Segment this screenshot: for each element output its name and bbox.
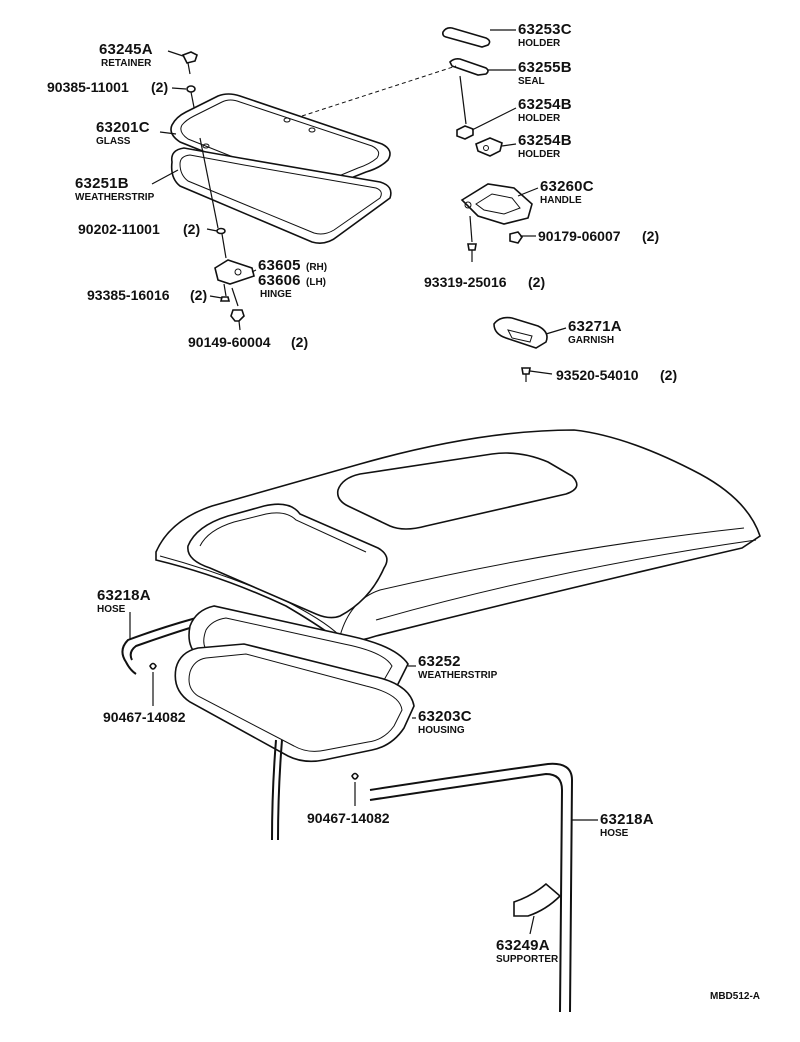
callout-93385-qty: (2) <box>190 287 207 303</box>
callout-63254b-2-part: 63254B <box>518 132 572 149</box>
callout-93319-qty: (2) <box>528 274 545 290</box>
callout-90202-qty: (2) <box>183 221 200 237</box>
handle-assembly-drawing <box>301 27 548 382</box>
callout-90385-qty: (2) <box>151 79 168 95</box>
callout-93319-part: 93319-25016 <box>424 274 507 290</box>
callout-63251b-part: 63251B <box>75 175 129 192</box>
callout-63605-part: 63605 <box>258 257 301 274</box>
callout-63260c-part: 63260C <box>540 178 594 195</box>
callout-63218a-1-part: 63218A <box>97 587 151 604</box>
callout-63606-name: HINGE <box>260 289 292 300</box>
callout-90149-qty: (2) <box>291 334 308 350</box>
callout-63245a-part: 63245A <box>99 41 153 58</box>
callout-63254b-1-part: 63254B <box>518 96 572 113</box>
callout-63253c-name: HOLDER <box>518 38 561 49</box>
callout-63260c-name: HANDLE <box>540 195 582 206</box>
callout-63249a-name: SUPPORTER <box>496 954 559 965</box>
callout-90202-part: 90202-11001 <box>78 221 160 237</box>
callout-63606-suffix: (LH) <box>306 277 326 288</box>
callout-90467-1-part: 90467-14082 <box>103 709 186 725</box>
callout-63271a-name: GARNISH <box>568 335 614 346</box>
callout-63251b-name: WEATHERSTRIP <box>75 192 155 203</box>
callout-63218a-2-name: HOSE <box>600 828 629 839</box>
callout-90467-2-part: 90467-14082 <box>307 810 390 826</box>
roof-assembly-drawing <box>121 429 761 1013</box>
callout-90179-part: 90179-06007 <box>538 228 621 244</box>
callout-63252-part: 63252 <box>418 653 461 670</box>
callout-90149-part: 90149-60004 <box>188 334 271 350</box>
callout-63605-suffix: (RH) <box>306 262 327 273</box>
callout-63245a-name: RETAINER <box>101 58 152 69</box>
callout-63218a-1-name: HOSE <box>97 604 126 615</box>
callout-63201c-part: 63201C <box>96 119 150 136</box>
callout-63254b-1-name: HOLDER <box>518 113 561 124</box>
callout-63203c-part: 63203C <box>418 708 472 725</box>
callout-63255b-part: 63255B <box>518 59 572 76</box>
callout-63249a-part: 63249A <box>496 937 550 954</box>
callout-63203c-name: HOUSING <box>418 725 465 736</box>
callout-63218a-2-part: 63218A <box>600 811 654 828</box>
callout-90179-qty: (2) <box>642 228 659 244</box>
callout-93520-part: 93520-54010 <box>556 367 639 383</box>
leader-lines <box>129 29 598 935</box>
diagram-reference-code: MBD512-A <box>710 991 760 1002</box>
callout-labels: 63245A RETAINER 90385-11001 (2) 63201C G… <box>47 21 760 1002</box>
glass-assembly-drawing <box>170 51 392 331</box>
callout-63606-part: 63606 <box>258 272 301 289</box>
callout-93385-part: 93385-16016 <box>87 287 170 303</box>
callout-93520-qty: (2) <box>660 367 677 383</box>
callout-63253c-part: 63253C <box>518 21 572 38</box>
callout-63201c-name: GLASS <box>96 136 131 147</box>
callout-63254b-2-name: HOLDER <box>518 149 561 160</box>
callout-63271a-part: 63271A <box>568 318 622 335</box>
callout-90385-part: 90385-11001 <box>47 79 129 95</box>
callout-63252-name: WEATHERSTRIP <box>418 670 498 681</box>
callout-63255b-name: SEAL <box>518 76 545 87</box>
